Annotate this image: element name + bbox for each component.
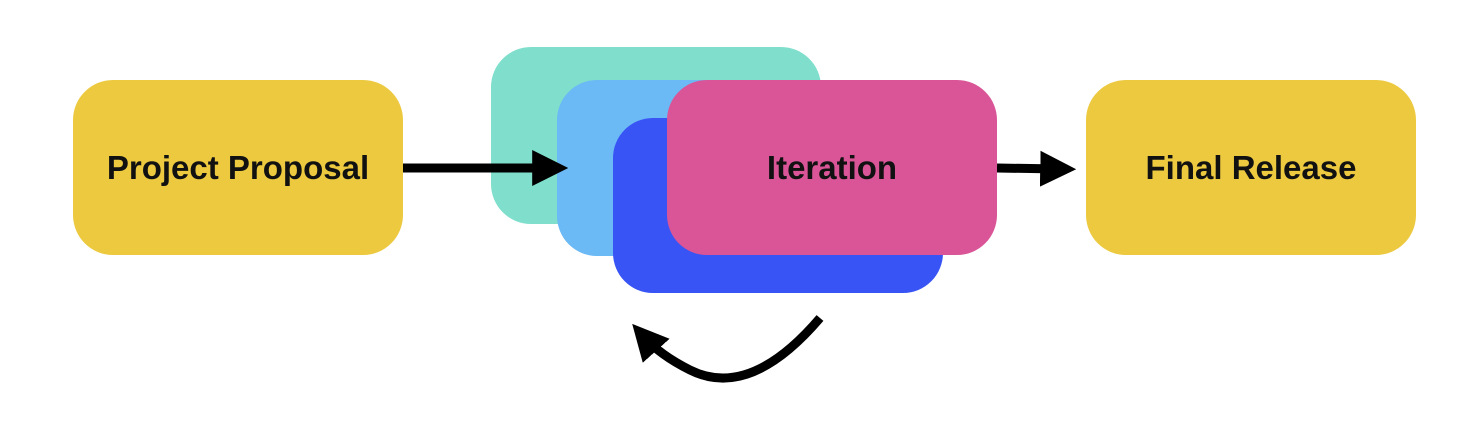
arrow-iteration-to-release: [996, 150, 1077, 187]
iteration-label: Iteration: [766, 148, 898, 186]
arrow-iteration-loop: [632, 315, 824, 383]
project-proposal-label: Project Proposal: [106, 148, 370, 186]
final-release-label: Final Release: [1145, 148, 1357, 186]
iteration-node: Iteration: [667, 80, 997, 255]
final-release-node: Final Release: [1086, 80, 1416, 255]
project-proposal-node: Project Proposal: [73, 80, 403, 255]
